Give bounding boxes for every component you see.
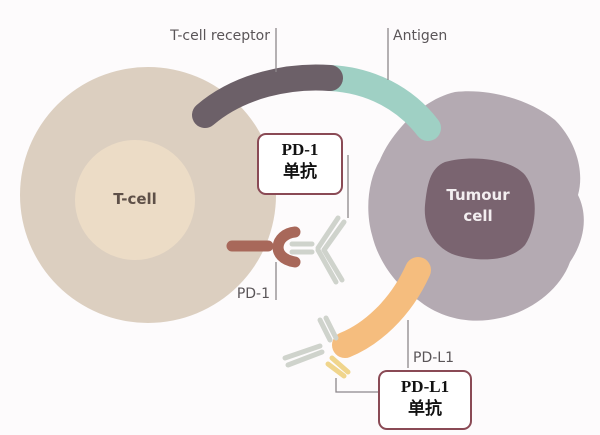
pdl1-antibody (282, 315, 351, 379)
pd1-antibody-box-line1: PD-1 (281, 140, 319, 159)
tumour-inner (424, 158, 535, 260)
pdl1-antibody-box: PD-L1 单抗 (378, 370, 472, 430)
tumour-label-line2: cell (463, 207, 492, 225)
antigen-label: Antigen (393, 28, 447, 44)
pdl1-label: PD-L1 (413, 350, 454, 366)
tcr-arc (192, 64, 343, 128)
pd1-antibody-box: PD-1 单抗 (257, 133, 343, 195)
tcr-label: T-cell receptor (169, 28, 270, 44)
pd1-receptor (226, 226, 301, 268)
pd1-antibody-box-line2: 单抗 (283, 162, 317, 181)
pdl1-antibody-box-line2: 单抗 (408, 399, 442, 418)
leader-lines (275, 28, 409, 393)
pd1-antibody (289, 215, 347, 285)
tcell-inner (75, 140, 195, 260)
pdl1-arm (332, 257, 431, 358)
pd1-label: PD-1 (237, 286, 270, 302)
pdl1-antibody-box-line1: PD-L1 (400, 377, 450, 396)
tcell-label: T-cell (113, 190, 157, 208)
antigen-arc (317, 65, 441, 141)
tumour-label-line1: Tumour (446, 186, 510, 204)
